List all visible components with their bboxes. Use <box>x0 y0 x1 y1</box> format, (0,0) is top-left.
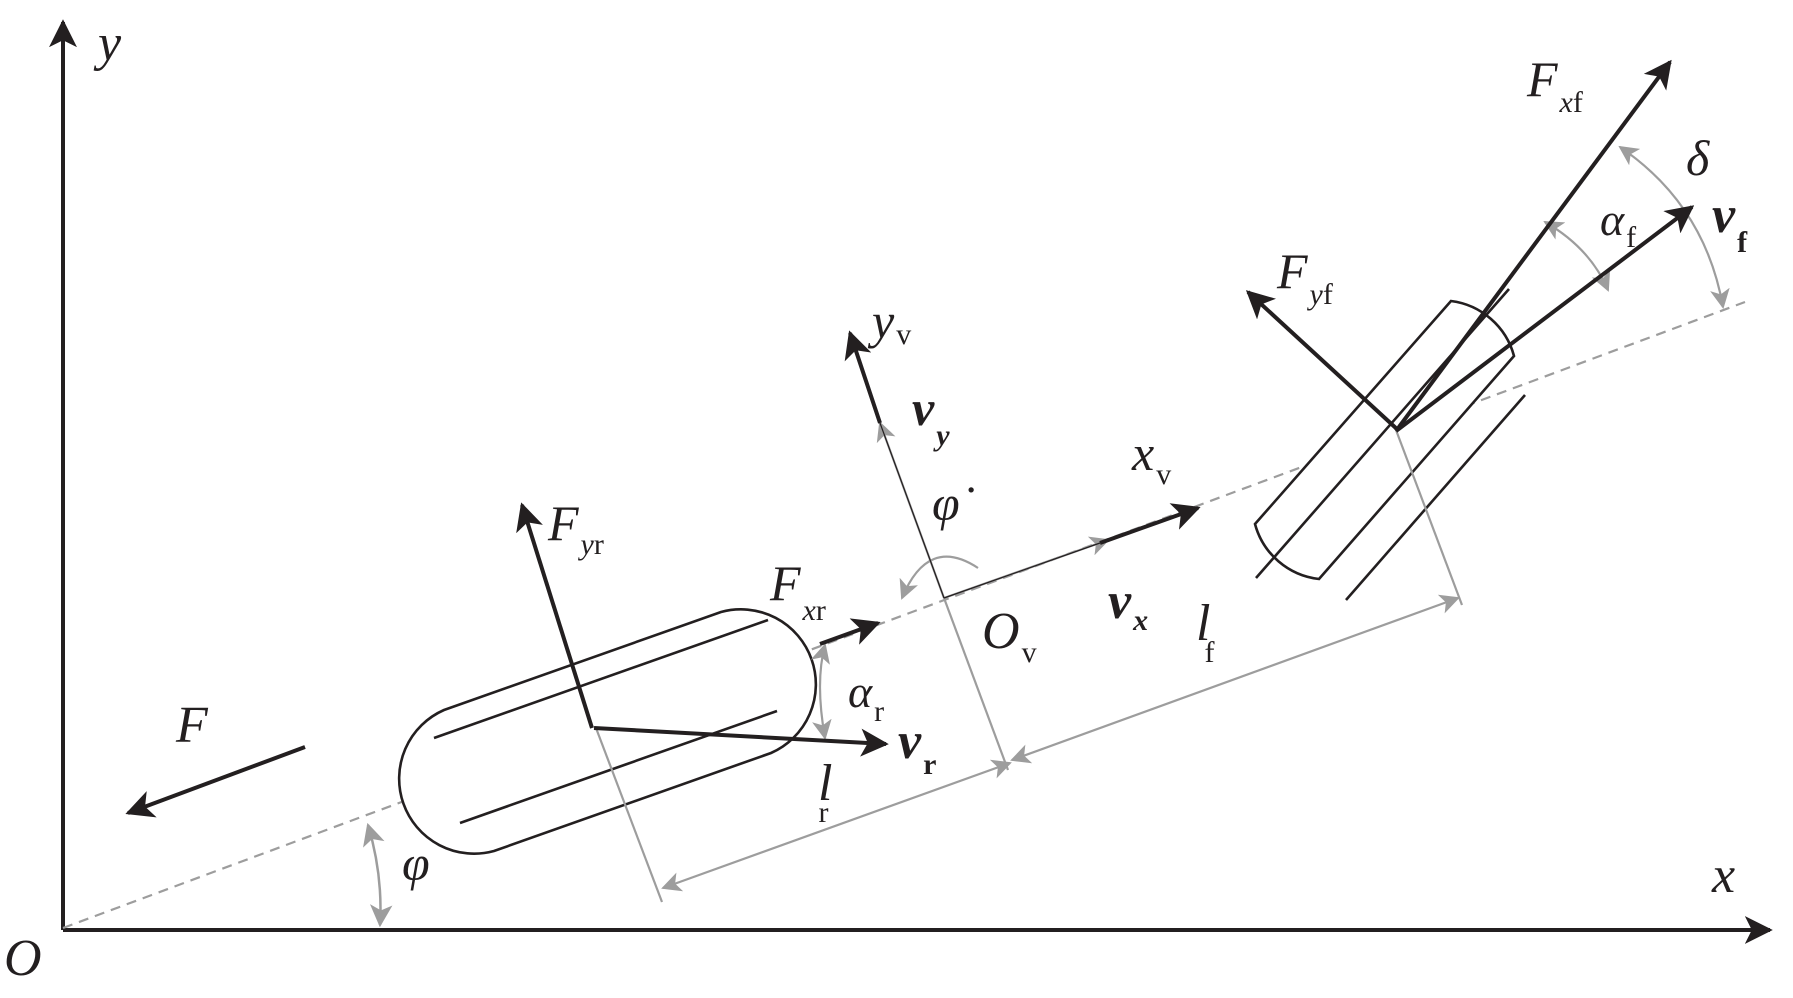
x-axis-label: x <box>1711 847 1735 904</box>
alpha-f-label: αf <box>1600 194 1636 254</box>
xv-label: xv <box>1131 425 1171 491</box>
Fxf-arrow <box>1394 59 1672 433</box>
force-arrows <box>516 59 1695 757</box>
vf-label: vf <box>1712 187 1748 259</box>
global-axes <box>49 19 1773 944</box>
rear-wheel <box>397 608 818 855</box>
y-axis-label: y <box>93 15 122 72</box>
Fyf-arrow <box>1245 290 1400 432</box>
yv-label: yv <box>867 293 911 351</box>
force-F-arrow <box>125 745 306 818</box>
Fyr-arrow <box>516 502 594 729</box>
Fxf-label: Fxf <box>1526 51 1583 119</box>
vr-label: vr <box>898 713 936 781</box>
xv-axis-thin <box>943 542 1101 599</box>
Ov-label: Ov <box>982 603 1037 669</box>
yv-axis-thin <box>879 422 945 599</box>
lf-dimension <box>1010 594 1460 764</box>
vf-arrow <box>1394 205 1695 433</box>
yv-arrow <box>844 330 882 424</box>
vx-label: vx <box>1108 573 1148 637</box>
vy-label: vy <box>912 380 950 452</box>
yaw-rate-label: φ̇ <box>932 475 975 531</box>
yaw-rate-arc <box>899 555 979 600</box>
force-F-label: F <box>175 697 209 754</box>
dimension-lines <box>594 145 1730 903</box>
phi-angle-arc <box>363 822 393 928</box>
alpha-r-arc <box>810 643 832 740</box>
vehicle-centerline <box>62 300 1746 930</box>
lr-dimension <box>661 759 1012 892</box>
origin-label: O <box>4 930 42 987</box>
xv-arrow <box>1099 503 1201 545</box>
Fxr-arrow <box>819 618 881 646</box>
Fyf-label: Fyf <box>1276 243 1333 311</box>
Fxr-label: Fxr <box>769 555 826 627</box>
vr-arrow <box>593 726 889 757</box>
alpha-f-arc <box>1543 221 1611 292</box>
delta-label: δ <box>1686 130 1710 186</box>
alpha-r-label: αr <box>848 666 884 728</box>
Fyr-label: Fyr <box>547 495 604 561</box>
phi-label: φ <box>402 835 430 891</box>
